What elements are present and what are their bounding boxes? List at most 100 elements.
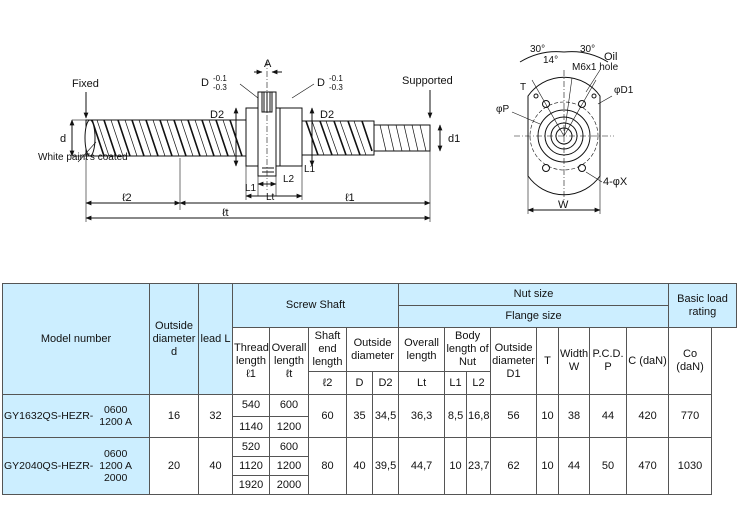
L2-cell: 23,7 [466, 437, 492, 495]
l1-nut-label: L1 [245, 183, 257, 194]
thread-length-cell: 1140 [232, 416, 270, 438]
overall-length-cell: 1200 [269, 416, 309, 438]
angle-30-right: 30° [580, 44, 595, 55]
d-tol-left-label: D [201, 77, 209, 89]
screw-shaft-right [301, 120, 431, 156]
Lt-cell: 36,3 [398, 394, 446, 438]
width-header: Width W [558, 327, 591, 395]
L1-cell: 8,5 [444, 394, 468, 438]
Co-cell: 1030 [668, 437, 713, 495]
lt-nut-label: Lt [266, 192, 275, 203]
d-cell: 20 [149, 437, 199, 495]
sub-d-header: D [346, 371, 373, 395]
l1-shaft-label: ℓ1 [345, 192, 355, 204]
pcd-header: P.C.D. P [589, 327, 628, 395]
table-row: 1140 1200 [3, 416, 737, 438]
sub-l1-header: L1 [444, 371, 468, 395]
t-header: T [536, 327, 560, 395]
co-header: Co (daN) [668, 327, 713, 395]
overall-length-shaft-header: Overall length ℓt [269, 327, 309, 395]
technical-drawing: Fixed Supported [38, 44, 634, 222]
sub-l2-nut-header: L2 [466, 371, 492, 395]
basic-load-header: Basic load rating [668, 283, 737, 328]
flange-outside-diameter-header: Outside diameter D1 [490, 327, 538, 395]
C-cell: 470 [626, 437, 670, 495]
l2-nut-label: L2 [283, 174, 295, 185]
T-cell: 10 [536, 437, 560, 495]
D1-cell: 56 [490, 394, 538, 438]
model-suffix: 1200 A [99, 416, 132, 428]
tol-lower-left: -0.3 [213, 83, 227, 92]
d2-right-label: D2 [320, 109, 334, 121]
lead-header: lead L [198, 283, 233, 395]
tol-upper-left: -0.1 [213, 74, 227, 83]
lt-shaft-label: ℓt [222, 207, 229, 219]
d-label: d [60, 133, 66, 145]
D-cell: 35 [346, 394, 373, 438]
nut-size-header: Nut size [398, 283, 670, 306]
flange-size-header: Flange size [398, 305, 670, 328]
holes-label: 4-φX [603, 176, 628, 188]
angle-30-left: 30° [530, 44, 545, 55]
table-row: 1920 2000 [3, 475, 737, 495]
overall-length-nut-header: Overall length [398, 327, 446, 372]
nut-body [245, 60, 303, 190]
screw-shaft-left [84, 119, 247, 157]
thread-length-cell: 1920 [232, 475, 270, 495]
D-cell: 40 [346, 437, 373, 495]
l1-right-label: L1 [304, 164, 316, 175]
header-row-1: Model number Outside diameter d lead L S… [2, 283, 737, 395]
model-suffix: 2000 [103, 472, 128, 484]
model-number-header: Model number [2, 283, 150, 395]
l2-shaft-label: ℓ2 [122, 192, 132, 204]
overall-length-cell: 600 [269, 394, 309, 417]
table-row: 1120 1200 [3, 456, 737, 476]
d2-left-label: D2 [210, 109, 224, 121]
C-cell: 420 [626, 394, 670, 438]
tol-lower-right: -0.3 [329, 83, 343, 92]
model-suffix: 0600 [103, 404, 128, 416]
fixed-label: Fixed [72, 78, 99, 90]
D2-cell: 34,5 [371, 394, 400, 438]
thread-length-cell: 540 [232, 394, 270, 417]
angle-14: 14° [543, 55, 558, 66]
thread-length-cell: 520 [232, 437, 270, 457]
specification-table: Model number Outside diameter d lead L S… [2, 283, 737, 495]
overall-length-cell: 600 [269, 437, 309, 457]
w-label: W [558, 199, 569, 211]
d1-label: d1 [448, 133, 460, 145]
header-row-4: ℓ2 D D2 Lt L1 L2 [3, 371, 737, 395]
white-paint-label: White paint's coated [38, 152, 128, 163]
d-cell: 16 [149, 394, 199, 438]
tol-upper-right: -0.1 [329, 74, 343, 83]
shaft-end-cell: 60 [308, 394, 347, 438]
T-cell: 10 [536, 394, 560, 438]
Co-cell: 770 [668, 394, 713, 438]
D1-cell: 62 [490, 437, 538, 495]
outside-diameter-d-header: Outside diameter d [149, 283, 199, 395]
sub-l2-header: ℓ2 [308, 371, 347, 395]
body-length-header: Body length of Nut [444, 327, 492, 372]
D2-cell: 39,5 [371, 437, 400, 495]
side-view: Fixed Supported [38, 58, 460, 222]
shaft-end-cell: 80 [308, 437, 347, 495]
phi-d1-label: φD1 [614, 85, 634, 96]
W-cell: 44 [558, 437, 591, 495]
shaft-end-length-header: Shaft end length [308, 327, 347, 372]
end-view: 30° 30° 14° Oil M6x1 hole φP φD1 4-φX T … [496, 44, 634, 214]
L2-cell: 16,8 [466, 394, 492, 438]
c-header: C (daN) [626, 327, 670, 395]
W-cell: 38 [558, 394, 591, 438]
oil-label: Oil [604, 51, 617, 63]
a-label: A [264, 58, 272, 70]
overall-length-cell: 1200 [269, 456, 309, 476]
thread-length-header: Thread length ℓ1 [232, 327, 270, 395]
overall-length-cell: 2000 [269, 475, 309, 495]
sub-d2-header: D2 [371, 371, 400, 395]
